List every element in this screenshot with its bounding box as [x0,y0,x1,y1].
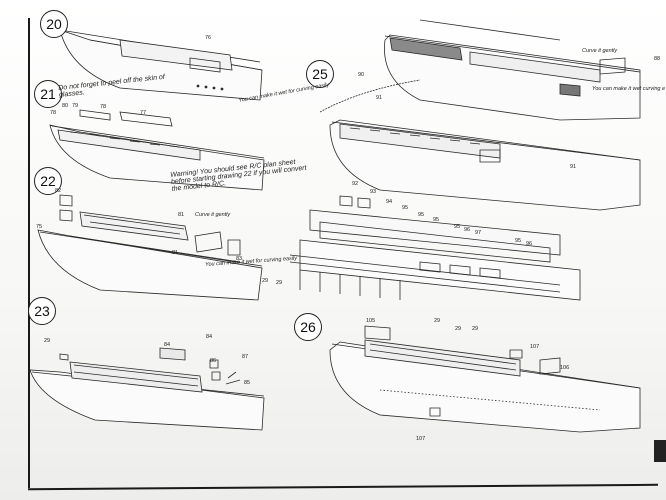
step-number-20: 20 [40,10,68,38]
step-number-23: 23 [28,297,56,325]
part-95b: 95 [418,212,425,218]
part-107: 107 [530,344,540,350]
part-75: 75 [36,224,43,230]
part-76: 76 [205,35,212,41]
part-82: 82 [55,188,62,194]
note-wet-curving-25b: You can make it wet curving e [592,86,666,92]
hull-step-23 [29,347,265,431]
part-95c: 95 [433,217,440,223]
part-81: 81 [178,212,185,218]
part-83: 83 [236,256,243,262]
step-number-21: 21 [34,80,62,108]
part-95d: 95 [454,224,461,230]
part-29e: 29 [455,326,462,332]
hull-step-25-detail [319,79,641,211]
part-91: 91 [376,95,383,101]
note-curve-gently-22: Curve it gently [195,212,231,218]
part-85: 85 [244,380,251,386]
part-29f: 29 [472,326,479,332]
hull-step-22 [37,194,263,301]
part-95: 95 [402,205,409,211]
part-78: 78 [50,110,57,116]
part-107b: 107 [416,436,426,442]
part-96b: 96 [526,241,533,247]
part-29d: 29 [434,318,441,324]
part-88: 88 [654,56,661,62]
part-105: 105 [366,318,376,324]
part-97: 97 [475,230,482,236]
hull-step-20 [59,29,263,101]
hull-step-25 [384,19,641,121]
part-84: 84 [164,342,171,348]
part-95e: 95 [515,238,522,244]
part-93: 93 [370,189,377,195]
part-77: 77 [140,110,147,116]
part-29c: 29 [276,280,283,286]
part-29b: 29 [262,278,269,284]
part-29a: 29 [44,338,51,344]
hull-step-21 [49,109,265,191]
part-80: 80 [62,103,69,109]
step-number-25: 25 [306,60,334,88]
part-87: 87 [242,354,249,360]
step-number-22: 22 [34,167,62,195]
corner-mark [654,440,666,462]
part-78b: 78 [100,104,107,110]
part-96: 96 [464,227,471,233]
part-91b: 91 [570,164,577,170]
part-84b: 84 [206,334,213,340]
part-86: 86 [210,358,217,364]
window-assembly-step-26 [289,195,581,301]
part-81b: 81 [172,250,179,256]
part-79: 79 [72,103,79,109]
hull-step-26 [329,325,641,433]
part-106: 106 [560,365,570,371]
part-90: 90 [358,72,365,78]
sheet-left-border [28,18,30,488]
part-92: 92 [352,181,359,187]
part-94: 94 [386,199,393,205]
note-curve-gently-25: Curve it gently [582,48,618,54]
step-number-26: 26 [294,313,322,341]
